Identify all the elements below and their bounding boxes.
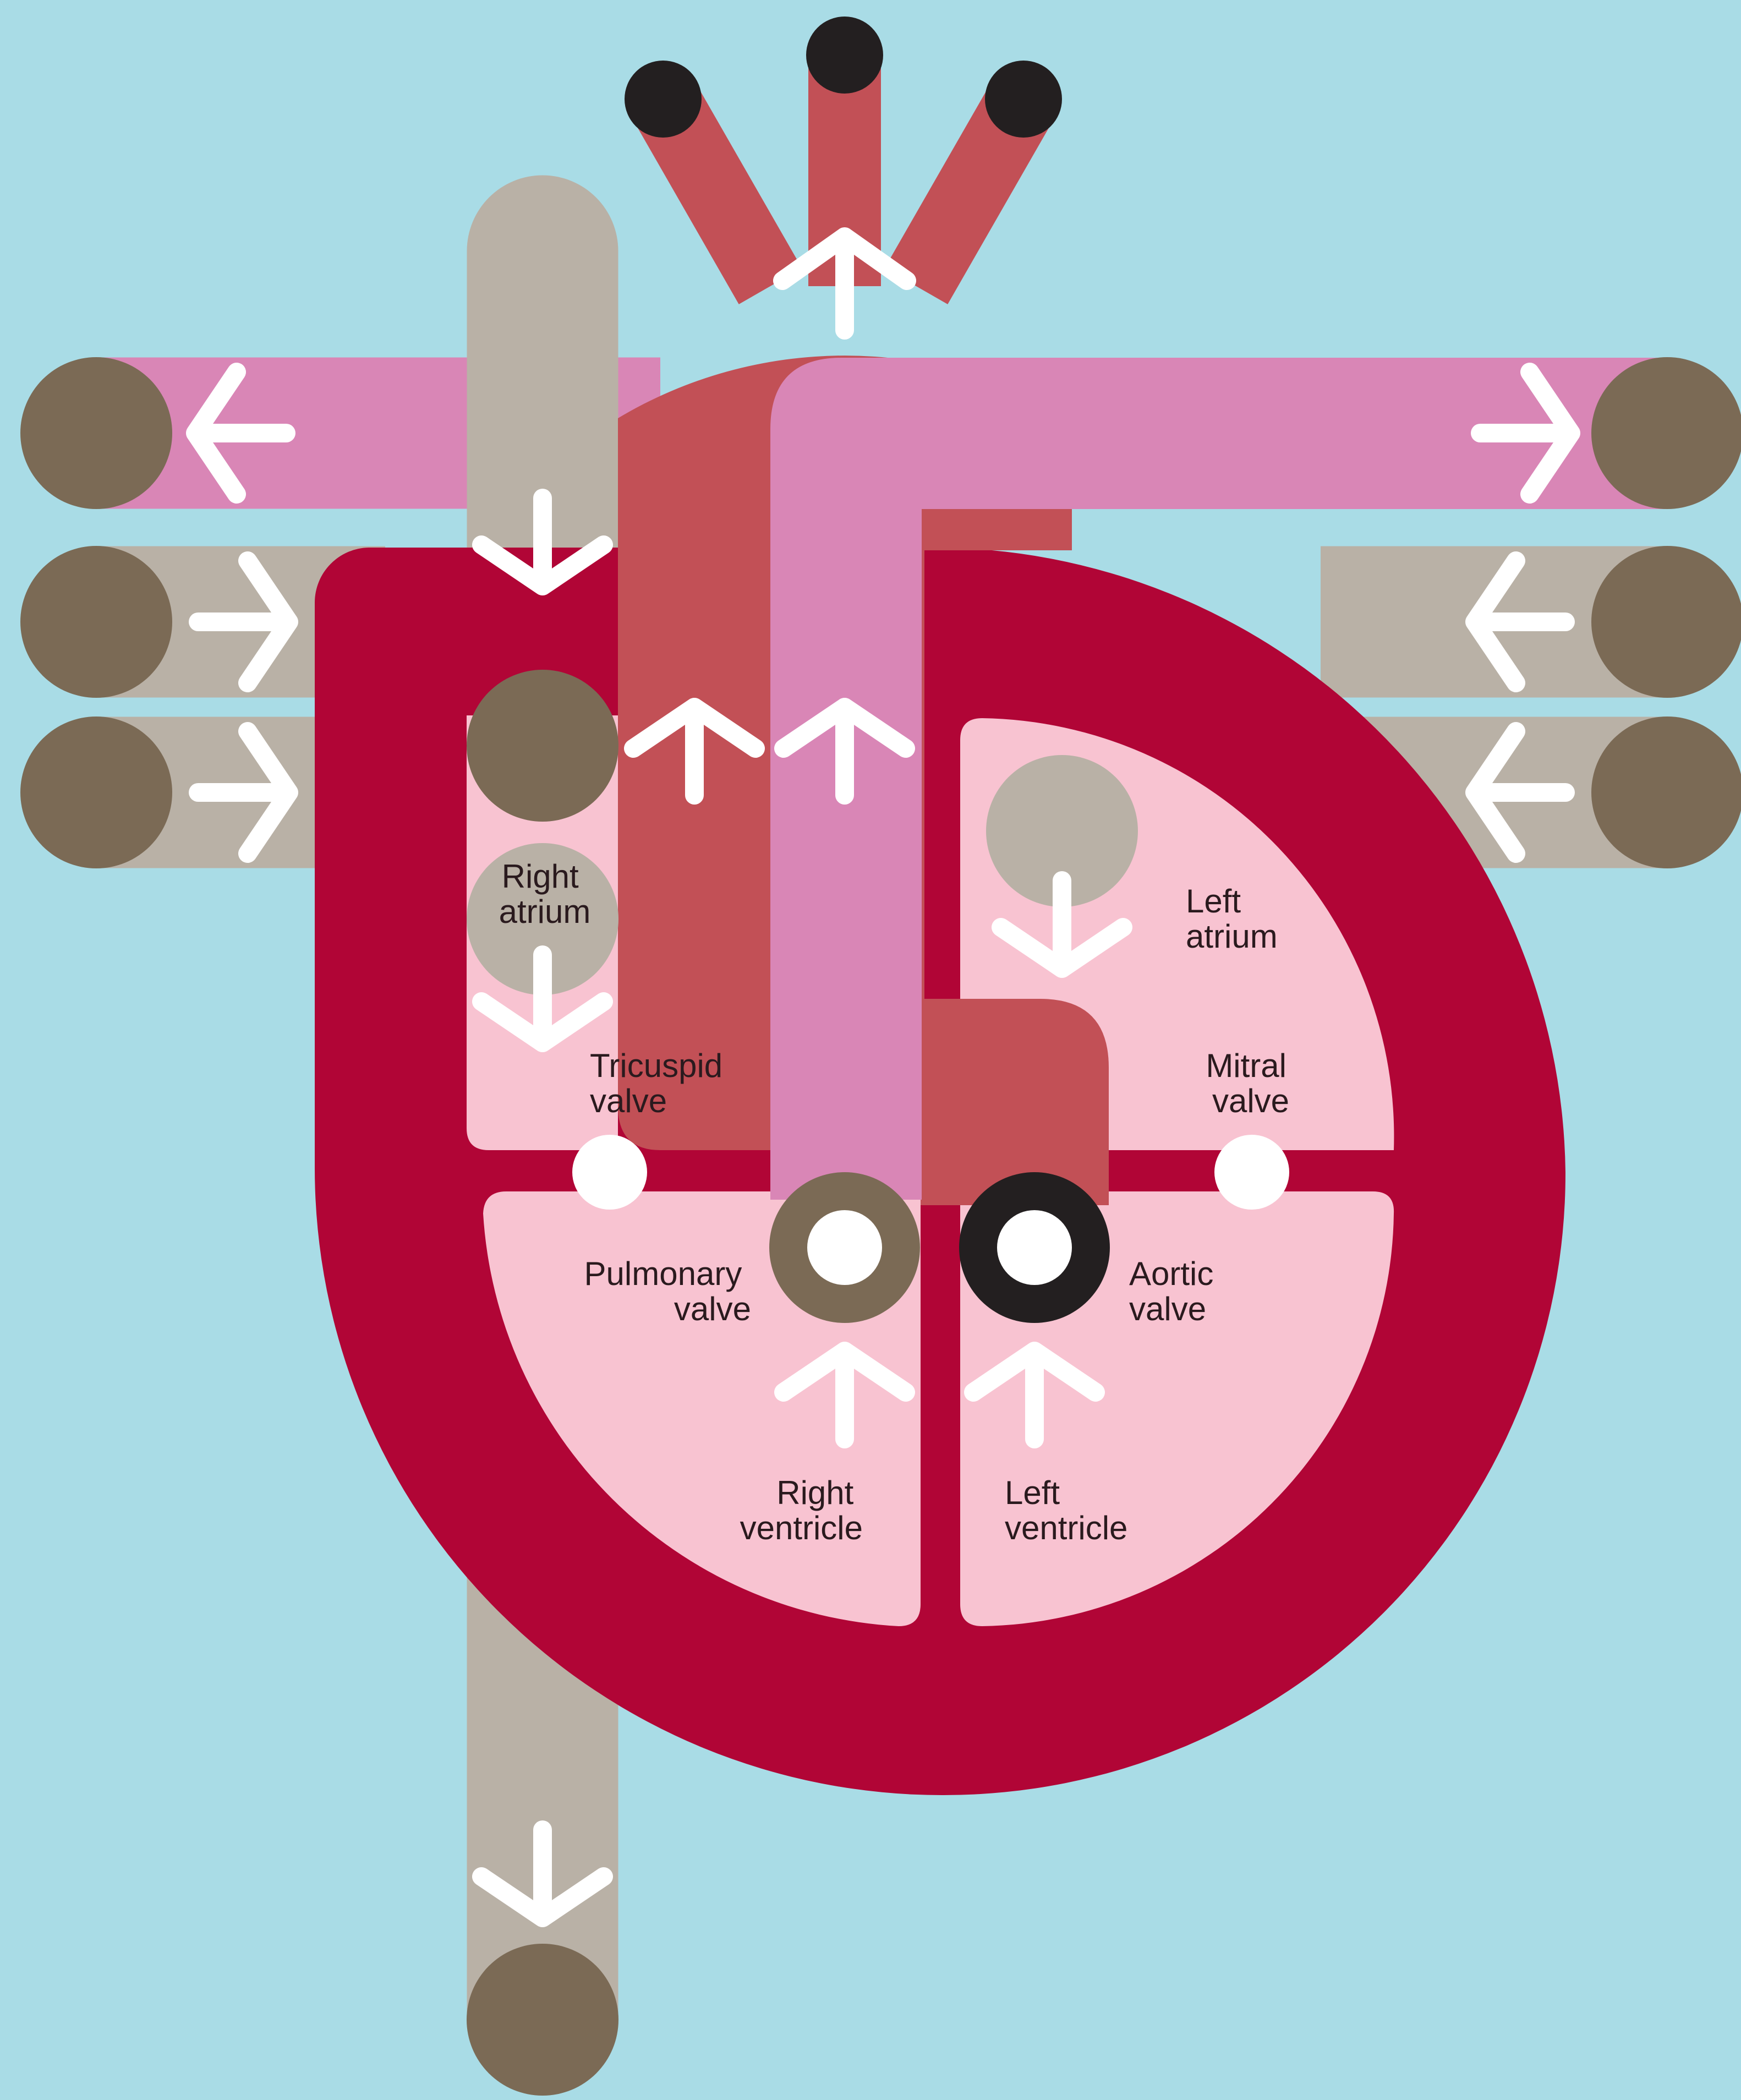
vein-in-right-upper-arrow (1465, 551, 1575, 692)
labels: Right atrium Left atrium Tricuspid valve… (499, 858, 1295, 1546)
inferior-vena-cava-cap (467, 1944, 618, 2096)
vessel-end-caps (20, 17, 1741, 2096)
pulmonary-artery-trunk (770, 358, 1667, 1200)
mitral-valve-label: Mitral valve (1206, 1047, 1295, 1119)
right-atrium-circle (467, 843, 618, 995)
aorta-branch-cap-right (985, 61, 1062, 138)
left-ventricle-label: Left ventricle (1005, 1474, 1127, 1546)
left-atrium-label: Left atrium (1186, 883, 1278, 955)
vessel-cap-right-vein-upper (1591, 546, 1741, 698)
aortic-valve-center (997, 1210, 1072, 1285)
left-ventricle-arrow (964, 1342, 1105, 1448)
pulmonary-right-out-arrow (1471, 363, 1580, 504)
vessel-cap-left-vein-lower (20, 717, 172, 868)
right-ventricle-label: Right ventricle (740, 1474, 863, 1546)
pulmonary-up-arrow (774, 698, 915, 805)
pulmonary-valve-label: Pulmonary valve (584, 1255, 751, 1327)
vessel-cap-right-vein-lower (1591, 717, 1741, 868)
vein-in-right-lower-arrow (1465, 722, 1575, 863)
aorta-descending-connector (921, 999, 1109, 1205)
aorta-branch-cap-left (625, 61, 702, 138)
aorta-out-arrow (773, 227, 916, 340)
tricuspid-valve-label: Tricuspid valve (590, 1047, 732, 1119)
vein-in-left-upper-arrow (189, 551, 298, 692)
vessel-cap-left-pulmonary (20, 357, 172, 509)
flow-arrows (186, 227, 1580, 1927)
pulmonary-valve-center (807, 1210, 882, 1285)
vessel-cap-right-pulmonary (1591, 357, 1741, 509)
right-atrium-arrow (472, 945, 613, 1052)
inferior-vena-cava-arrow (472, 1820, 613, 1927)
right-ventricle-arrow (774, 1342, 915, 1448)
left-atrium-circle (986, 755, 1138, 907)
aortic-valve-label: Aortic valve (1129, 1255, 1223, 1327)
aorta-up-arrow (624, 698, 765, 805)
left-atrium-arrow (992, 871, 1132, 978)
pulmonary-left-out-arrow (186, 363, 295, 504)
vein-in-left-lower-arrow (189, 722, 298, 863)
valves (572, 1135, 1289, 1323)
superior-vena-cava-arrow (472, 489, 613, 595)
vessel-cap-left-vein-upper (20, 546, 172, 698)
right-atrium-label: Right atrium (499, 858, 591, 930)
mitral-valve-dot (1214, 1135, 1289, 1210)
aorta-branch-cap-middle (806, 17, 883, 94)
vena-cava-inlet (467, 670, 618, 822)
tricuspid-valve-dot (572, 1135, 647, 1210)
